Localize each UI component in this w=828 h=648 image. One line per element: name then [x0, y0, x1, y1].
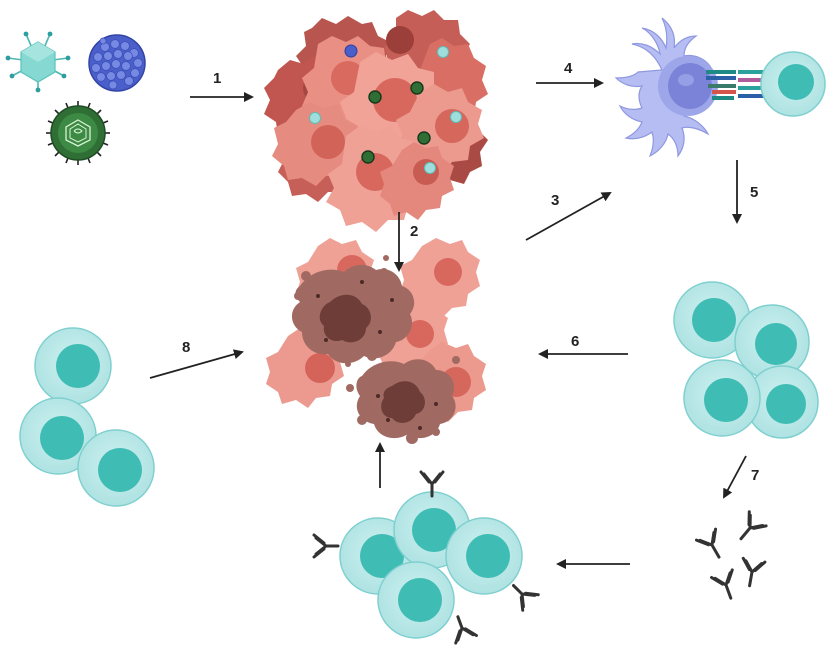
step-label-8: 8	[182, 339, 190, 356]
herpesvirus-icon	[46, 101, 110, 165]
t-cell	[377, 561, 455, 639]
t-cell	[77, 429, 155, 507]
t-cell	[19, 397, 97, 475]
dying-cell	[291, 264, 415, 364]
t-cell	[760, 51, 826, 117]
t-cell	[745, 365, 819, 439]
arrow-3	[525, 192, 612, 241]
dendritic-cell	[614, 17, 718, 158]
virus-group	[5, 31, 146, 165]
step-label-2: 2	[410, 223, 418, 240]
reovirus-icon	[88, 34, 146, 92]
antibody-icon	[419, 470, 445, 498]
step-label-1: 1	[213, 70, 221, 87]
antibody-icon	[312, 533, 340, 559]
dying-cell	[356, 359, 456, 439]
step-label-5: 5	[750, 184, 758, 201]
virion-icon	[309, 44, 462, 174]
antibody-icon	[741, 556, 767, 588]
t-cell	[683, 359, 761, 437]
t-cell	[673, 281, 751, 359]
antibody-icon	[694, 527, 721, 559]
t-cell	[734, 304, 810, 380]
tcr-mhc-complex	[706, 70, 764, 100]
step-label-4: 4	[564, 60, 573, 77]
expanded-t-cells	[673, 281, 819, 439]
t-cell	[34, 327, 112, 405]
cell-debris	[294, 255, 460, 444]
antibody-icon	[454, 615, 478, 645]
tumor-nucleus	[386, 26, 414, 54]
flow-arrows	[149, 78, 747, 569]
infected-tumor-mass	[264, 10, 488, 232]
antibody-icon	[710, 568, 734, 600]
adoptive-t-cells	[19, 327, 155, 507]
arrow-8	[149, 349, 244, 379]
antigen-presentation	[614, 17, 826, 158]
free-antibodies	[694, 510, 768, 600]
tumor-cell	[400, 238, 480, 318]
step-label-7: 7	[751, 467, 759, 484]
antibody-icon	[739, 510, 768, 541]
effector-t-cells	[312, 470, 540, 645]
step-label-6: 6	[571, 333, 579, 350]
adenovirus-icon	[5, 31, 71, 93]
tumor-cell	[272, 102, 358, 186]
antibody-icon	[512, 584, 540, 612]
step-labels: 1 2 3 4 5 6 7 8	[182, 60, 759, 484]
t-cell	[445, 517, 523, 595]
lysed-tumor	[266, 238, 486, 444]
step-label-3: 3	[551, 192, 559, 209]
arrow-7	[723, 455, 747, 499]
